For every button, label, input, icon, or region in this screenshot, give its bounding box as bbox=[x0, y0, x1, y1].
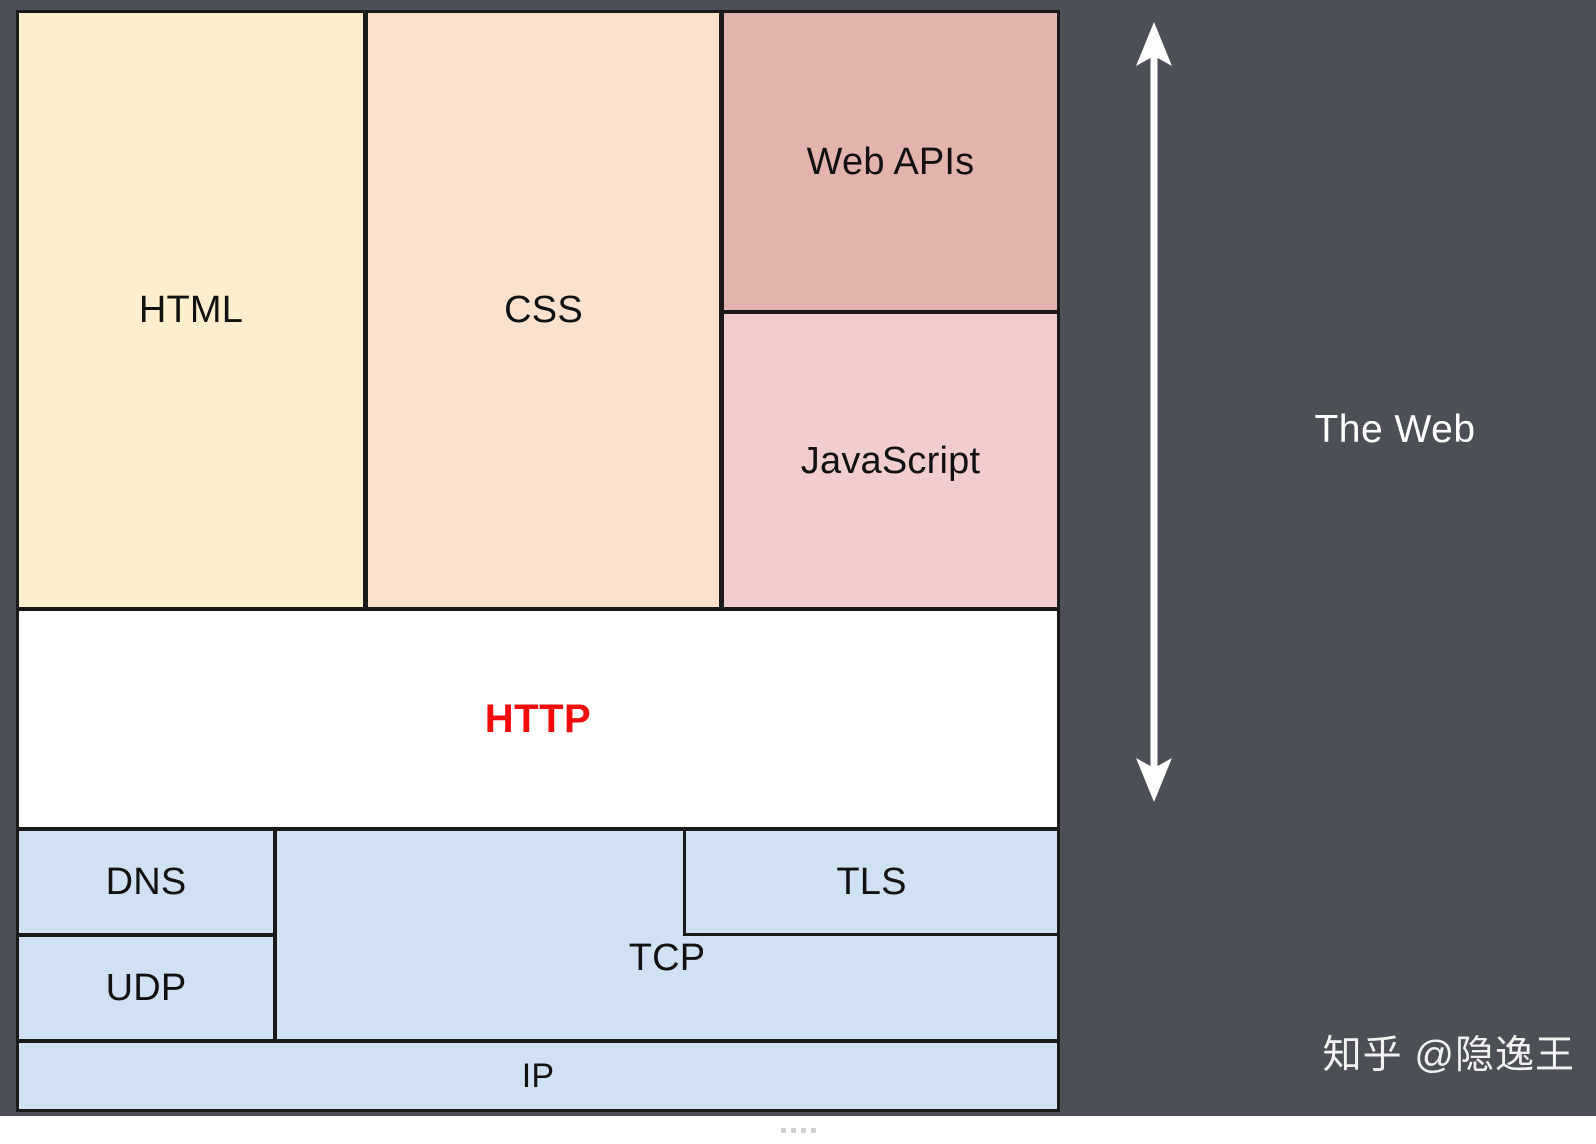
block-http-label: HTTP bbox=[484, 697, 592, 741]
block-ip-label: IP bbox=[521, 1057, 555, 1095]
zhihu-watermark: 知乎 @隐逸王 bbox=[1322, 1034, 1575, 1077]
drag-handle-dot bbox=[810, 1127, 816, 1133]
block-javascript[interactable]: JavaScript bbox=[721, 311, 1060, 610]
block-http[interactable]: HTTP bbox=[16, 608, 1060, 830]
block-dns[interactable]: DNS bbox=[16, 828, 276, 936]
web-stack-diagram: HTML CSS Web APIs JavaScript HTTP TCP DN… bbox=[16, 10, 1060, 1112]
drag-handle-dot bbox=[800, 1127, 806, 1133]
bottom-chrome-strip bbox=[0, 1116, 1596, 1144]
drag-handle-dot bbox=[780, 1127, 786, 1133]
block-css[interactable]: CSS bbox=[365, 10, 722, 610]
drag-handle-icon[interactable] bbox=[780, 1127, 816, 1133]
block-html-label: HTML bbox=[138, 289, 244, 331]
block-css-label: CSS bbox=[504, 289, 583, 331]
block-web-apis-label: Web APIs bbox=[806, 140, 975, 183]
block-javascript-label: JavaScript bbox=[800, 439, 981, 482]
block-dns-label: DNS bbox=[105, 861, 187, 903]
drag-handle-dot bbox=[790, 1127, 796, 1133]
block-web-apis[interactable]: Web APIs bbox=[721, 10, 1060, 313]
block-tls-label: TLS bbox=[836, 861, 907, 903]
block-ip[interactable]: IP bbox=[16, 1040, 1060, 1112]
the-web-annotation: The Web bbox=[1314, 408, 1476, 451]
block-udp[interactable]: UDP bbox=[16, 934, 276, 1042]
block-html[interactable]: HTML bbox=[16, 10, 366, 610]
block-udp-label: UDP bbox=[105, 967, 187, 1009]
block-tls[interactable]: TLS bbox=[683, 828, 1060, 936]
block-tcp-label: TCP bbox=[628, 937, 706, 979]
double-headed-vertical-arrow-icon bbox=[1136, 22, 1172, 802]
